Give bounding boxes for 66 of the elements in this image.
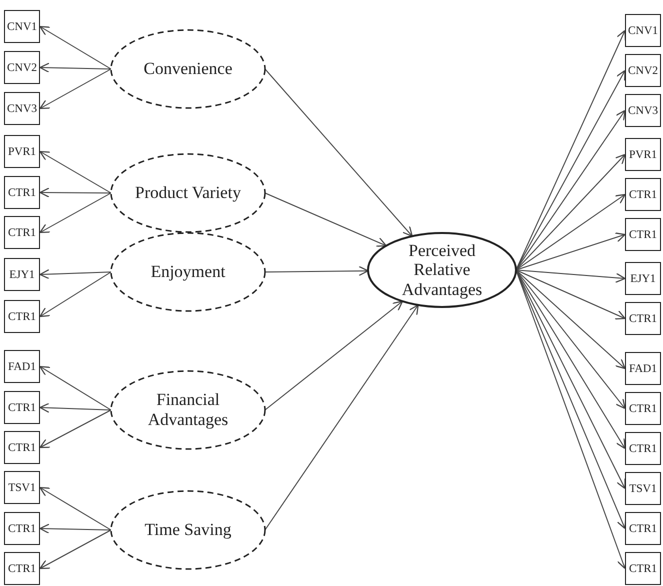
arrow	[39, 410, 112, 448]
indicator-box: CTR1	[625, 552, 661, 585]
indicator-box: CNV1	[4, 10, 40, 43]
arrow	[39, 366, 112, 410]
arrow	[39, 26, 112, 70]
construct-name: Enjoyment	[150, 262, 226, 282]
latent-variable-ellipse	[110, 232, 266, 312]
arrow	[516, 232, 626, 270]
arrow	[39, 62, 112, 73]
arrow	[516, 154, 626, 270]
arrow	[516, 270, 626, 370]
indicator-box: CTR1	[625, 512, 661, 545]
arrow	[516, 270, 626, 283]
indicator-box: CNV2	[625, 54, 661, 87]
indicator-box: TSV1	[4, 471, 40, 504]
latent-variable-ellipse	[110, 490, 266, 570]
arrow	[516, 270, 626, 320]
indicator-box: CNV2	[4, 51, 40, 84]
indicator-box: CNV3	[625, 94, 661, 127]
construct-name: Convenience	[144, 59, 232, 79]
indicator-box: CNV1	[625, 14, 661, 47]
arrow	[264, 68, 413, 237]
arrow	[39, 524, 112, 534]
arrow	[516, 194, 626, 270]
indicator-box: PVR1	[625, 138, 661, 171]
arrow	[39, 269, 112, 280]
latent-variable-ellipse	[110, 29, 266, 109]
indicator-box: EJY1	[625, 262, 661, 295]
construct-name: Financial Advantages	[146, 390, 230, 430]
arrow	[39, 192, 112, 234]
indicator-box: CTR1	[625, 218, 661, 251]
indicator-box: CTR1	[4, 176, 40, 209]
arrow	[39, 530, 112, 570]
arrow	[264, 266, 369, 276]
arrow	[39, 272, 112, 318]
indicator-box: PVR1	[4, 135, 40, 168]
indicator-box: CNV3	[4, 92, 40, 125]
indicator-box: CTR1	[625, 178, 661, 211]
latent-variable-ellipse	[110, 153, 266, 233]
indicator-box: CTR1	[625, 392, 661, 425]
construct-name: Time Saving	[144, 520, 232, 540]
indicator-box: CTR1	[4, 552, 40, 585]
arrow	[264, 304, 419, 530]
indicator-box: FAD1	[4, 350, 40, 383]
construct-ellipse	[367, 232, 517, 308]
arrow	[39, 187, 112, 198]
arrow	[264, 300, 404, 410]
arrow	[39, 68, 112, 110]
indicator-box: CTR1	[4, 431, 40, 464]
arrow	[39, 150, 112, 194]
indicator-box: CTR1	[625, 432, 661, 465]
indicator-box: CTR1	[625, 302, 661, 335]
construct-name: Perceived Relative Advantages	[400, 240, 484, 300]
latent-variable-ellipse	[110, 370, 266, 450]
construct-name: Product Variety	[135, 183, 241, 203]
indicator-box: CTR1	[4, 512, 40, 545]
arrow	[516, 270, 626, 410]
indicator-box: CTR1	[4, 216, 40, 249]
arrow	[39, 402, 112, 413]
arrow	[39, 486, 112, 530]
indicator-box: CTR1	[4, 391, 40, 424]
indicator-box: CTR1	[4, 300, 40, 333]
indicator-box: EJY1	[4, 258, 40, 291]
indicator-box: TSV1	[625, 472, 661, 505]
indicator-box: FAD1	[625, 352, 661, 385]
arrow	[264, 192, 387, 247]
